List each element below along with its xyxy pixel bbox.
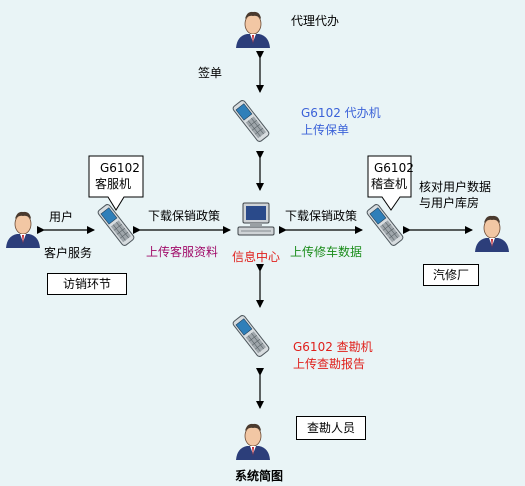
sign-label: 签单	[198, 66, 223, 80]
computer-icon	[237, 202, 275, 236]
customer-device-callout	[88, 155, 144, 211]
survey-person-box: 查勘人员	[296, 416, 366, 440]
survey-device-line2: 上传查勘报告	[293, 357, 366, 371]
check-device-icon	[365, 202, 405, 248]
survey-device-line1: G6102 查勘机	[293, 340, 373, 354]
customer-service-label: 客户服务	[44, 246, 93, 260]
verify-line1: 核对用户数据	[419, 180, 492, 194]
customer-person-icon	[5, 211, 41, 249]
diagram-caption: 系统简图	[235, 469, 284, 483]
garage-person-icon	[474, 215, 510, 253]
check-device-line2: 稽查机	[371, 177, 408, 191]
user-label: 用户	[49, 210, 74, 224]
info-center-label: 信息中心	[232, 250, 281, 264]
repair-box: 汽修厂	[423, 264, 479, 286]
survey-device-icon	[231, 313, 271, 359]
sales-link-box: 访销环节	[47, 273, 127, 295]
check-device-line1: G6102	[374, 161, 414, 175]
right-upload-label: 上传修车数据	[290, 245, 363, 259]
agent-person-icon	[235, 11, 271, 49]
inspector-person-icon	[235, 423, 271, 461]
left-download-label: 下载保销政策	[148, 209, 221, 223]
check-device-callout	[367, 155, 412, 211]
right-download-label: 下载保销政策	[285, 209, 358, 223]
left-upload-label: 上传客服资料	[146, 245, 219, 259]
verify-line2: 与用户库房	[419, 196, 480, 210]
agent-device-icon	[231, 98, 271, 144]
agent-device-line1: G6102 代办机	[301, 106, 381, 120]
customer-device-line1: G6102	[100, 161, 140, 175]
agent-device-line2: 上传保单	[301, 123, 350, 137]
customer-device-line2: 客服机	[95, 177, 132, 191]
agent-label: 代理代办	[291, 14, 340, 28]
